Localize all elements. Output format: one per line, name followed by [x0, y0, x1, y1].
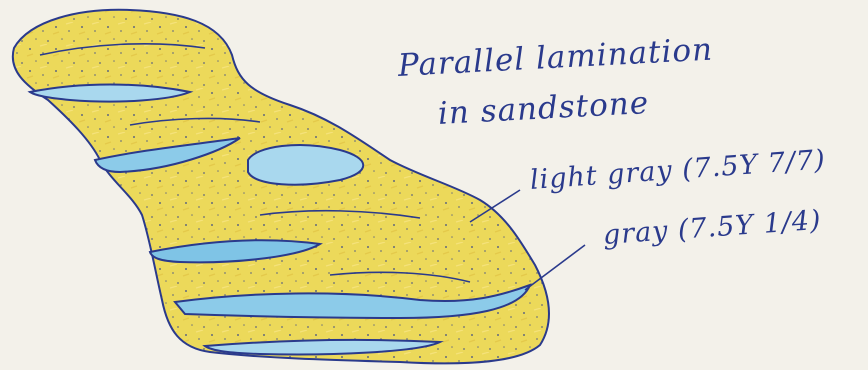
- gray-lens: [248, 145, 363, 185]
